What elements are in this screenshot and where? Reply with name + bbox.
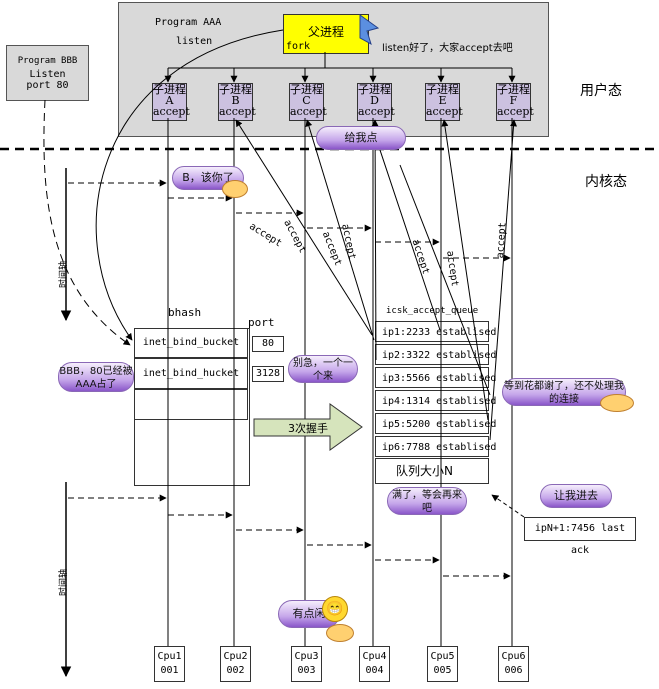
cpu-name: Cpu6 [501, 651, 526, 662]
star-decoration-icon [600, 394, 634, 412]
queue-size-label: 队列大小N [375, 458, 489, 484]
program-bbb-title: Program BBB [17, 56, 78, 66]
child-process-action: accept [219, 105, 256, 118]
cpu-name: Cpu1 [157, 651, 182, 662]
cpu-id: 004 [365, 665, 384, 676]
child-process-letter: D [370, 94, 379, 107]
bhash-title: bhash [168, 306, 202, 319]
parent-process-box: 父进程 fork [283, 14, 369, 54]
laughing-face-icon: 😁 [322, 596, 348, 622]
cpu-id: 001 [160, 665, 179, 676]
bind-bucket-2: inet_bind_hucket [134, 358, 248, 389]
queue-row: ip3:5566 establised [375, 367, 496, 388]
child-process-name: 子进程 [426, 83, 459, 96]
cpu-box-1: Cpu1 001 [154, 646, 185, 682]
program-bbb-line3: port 80 [26, 80, 69, 91]
queue-row: ip6:7788 establised [375, 436, 496, 457]
child-process-action: accept [290, 105, 327, 118]
parent-process-label: 父进程 [307, 25, 344, 39]
child-process-letter: A [165, 94, 174, 107]
bubble-let-me-in: 让我进去 [540, 484, 612, 508]
fork-label: fork [286, 41, 311, 52]
child-process-action: accept [358, 105, 395, 118]
star-decoration-icon [222, 180, 248, 198]
cpu-name: Cpu2 [223, 651, 248, 662]
child-process-name: 子进程 [358, 83, 391, 96]
cpu-name: Cpu5 [430, 651, 455, 662]
time-axis-label-2: 时间轴 [59, 568, 69, 596]
star-decoration-icon [326, 624, 354, 642]
program-aaa-subtitle: listen [176, 36, 213, 47]
child-process-letter: C [302, 94, 311, 107]
child-process-action: accept [497, 105, 534, 118]
child-process-name: 子进程 [153, 83, 186, 96]
program-bbb-line2: Listen [29, 69, 66, 80]
cpu-box-3: Cpu3 003 [291, 646, 322, 682]
cpu-box-6: Cpu6 006 [498, 646, 529, 682]
bind-bucket-empty [134, 389, 248, 420]
cpu-id: 003 [297, 665, 316, 676]
last-ack-box: ipN+1:7456 last ack [524, 517, 636, 556]
bubble-dont-rush: 别急，一个一个来 [288, 355, 358, 383]
child-process-action: accept [153, 105, 190, 118]
handshake-label: 3次握手 [288, 422, 328, 435]
queue-row: ip5:5200 establised [375, 413, 496, 434]
cpu-id: 006 [504, 665, 523, 676]
cpu-name: Cpu4 [362, 651, 387, 662]
bubble-waiting: 等到花都谢了，还不处理我的连接 [502, 378, 626, 406]
cpu-name: Cpu3 [294, 651, 319, 662]
bubble-bbb-taken: BBB，80已经被AAA占了 [58, 362, 134, 392]
pointer-icon [359, 14, 380, 46]
accept-queue-title: icsk_accept_queue [386, 306, 479, 316]
bind-bucket-1: inet_bind_bucket [134, 328, 248, 358]
child-process-name: 子进程 [290, 83, 323, 96]
listen-note: listen好了，大家accept去吧 [382, 43, 513, 54]
child-process-letter: E [438, 94, 447, 107]
bucket-port-2: 3128 [252, 366, 284, 382]
time-axis-label-1: 时间轴 [59, 260, 69, 288]
kernel-space-label: 内核态 [585, 174, 627, 190]
child-process-letter: B [231, 94, 240, 107]
cpu-id: 002 [226, 665, 245, 676]
bubble-full: 满了，等会再来吧 [387, 487, 467, 515]
cpu-box-2: Cpu2 002 [220, 646, 251, 682]
cpu-box-5: Cpu5 005 [427, 646, 458, 682]
port-title: port [248, 316, 275, 329]
child-process-action: accept [426, 105, 463, 118]
cpu-box-4: Cpu4 004 [359, 646, 390, 682]
child-process-name: 子进程 [219, 83, 252, 96]
bubble-give-me: 给我点 [316, 126, 406, 150]
bhash-table [134, 328, 250, 486]
handshake-arrow [253, 403, 363, 451]
cpu-id: 005 [433, 665, 452, 676]
child-process-letter: F [509, 94, 518, 107]
child-process-name: 子进程 [497, 83, 530, 96]
program-bbb-box: Program BBB Listen port 80 [6, 45, 89, 101]
user-space-label: 用户态 [580, 83, 622, 99]
program-aaa-title: Program AAA [155, 17, 222, 28]
queue-row: ip2:3322 establised [375, 344, 496, 365]
bucket-port-1: 80 [252, 336, 284, 352]
queue-row: ip4:1314 establised [375, 390, 496, 411]
